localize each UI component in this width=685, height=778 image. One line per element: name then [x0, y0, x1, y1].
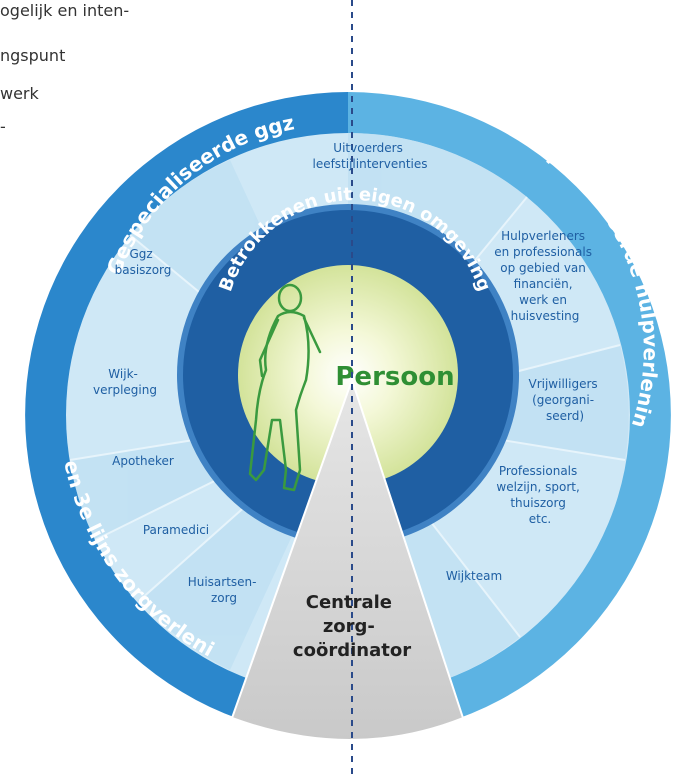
- segment-professionals: Professionals welzijn, sport, thuiszorg …: [496, 464, 583, 526]
- segment-lifestyle: Uitvoerders leefstijlinterventies: [312, 141, 427, 171]
- segment-gp-care: Huisartsen- zorg: [188, 575, 261, 605]
- segment-pharmacist: Apotheker: [112, 454, 174, 468]
- intro-line-2: ngspunt: [0, 46, 66, 65]
- coordinator-cone: [230, 376, 465, 741]
- segment-district-nursing: Wijk- verpleging: [93, 367, 157, 397]
- segment-volunteers: Vrijwilligers (georgani- seerd): [529, 377, 602, 423]
- segment-district-team: Wijkteam: [446, 569, 502, 583]
- segment-support-workers: Hulpverleners en professionals op gebied…: [494, 229, 596, 323]
- running-person-icon: [248, 283, 322, 492]
- segment-basic-mental-health: Ggz basiszorg: [115, 247, 172, 277]
- coordinator-label: Centrale zorg- coördinator: [293, 592, 411, 661]
- segment-paramedics: Paramedici: [143, 523, 209, 537]
- intro-line-4: -: [0, 117, 6, 136]
- intro-line-1: ogelijk en inten-: [0, 1, 130, 20]
- intro-line-3: werk: [0, 84, 39, 103]
- center-circle: [238, 265, 458, 485]
